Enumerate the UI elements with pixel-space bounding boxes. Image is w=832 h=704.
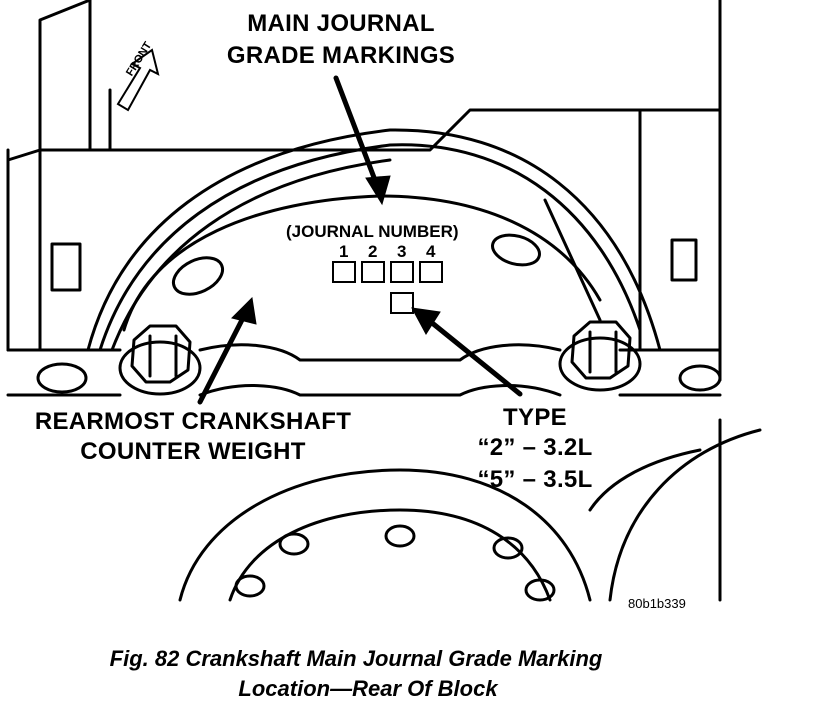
bolt-left xyxy=(118,324,202,396)
leader-grade-markings xyxy=(333,75,381,191)
type-2-label: “2” – 3.2L xyxy=(477,434,593,461)
journal-number-4: 4 xyxy=(426,242,436,261)
rearmost-crankshaft-label: REARMOST CRANKSHAFT xyxy=(34,408,352,435)
type-5-label: “5” – 3.5L xyxy=(477,466,593,493)
counterweight-arc-2 xyxy=(98,143,642,352)
title-main-journal: MAIN JOURNAL xyxy=(247,10,435,37)
block-outline-left xyxy=(6,0,92,162)
journal-number-label: (JOURNAL NUMBER) xyxy=(286,222,459,241)
counter-weight-label: COUNTER WEIGHT xyxy=(80,438,306,465)
type-marking-box xyxy=(390,292,414,314)
engine-block-illustration xyxy=(6,0,762,602)
journal-number-3: 3 xyxy=(397,242,407,261)
image-code: 80b1b339 xyxy=(628,596,686,611)
lower-pulley xyxy=(178,468,592,602)
front-arrow xyxy=(116,48,160,112)
bolt-right xyxy=(558,320,642,392)
leader-counterweight xyxy=(197,313,247,405)
title-grade-markings: GRADE MARKINGS xyxy=(226,42,456,69)
type-heading: TYPE xyxy=(503,404,567,431)
figure-caption-line1: Fig. 82 Crankshaft Main Journal Grade Ma… xyxy=(109,646,603,671)
grade-marking-boxes xyxy=(332,261,443,314)
leader-type xyxy=(423,315,523,397)
counterweight-arc-outer xyxy=(86,128,662,352)
figure-caption-line2: Location—Rear Of Block xyxy=(238,676,498,701)
journal-number-1: 1 xyxy=(339,242,349,261)
journal-number-2: 2 xyxy=(368,242,378,261)
